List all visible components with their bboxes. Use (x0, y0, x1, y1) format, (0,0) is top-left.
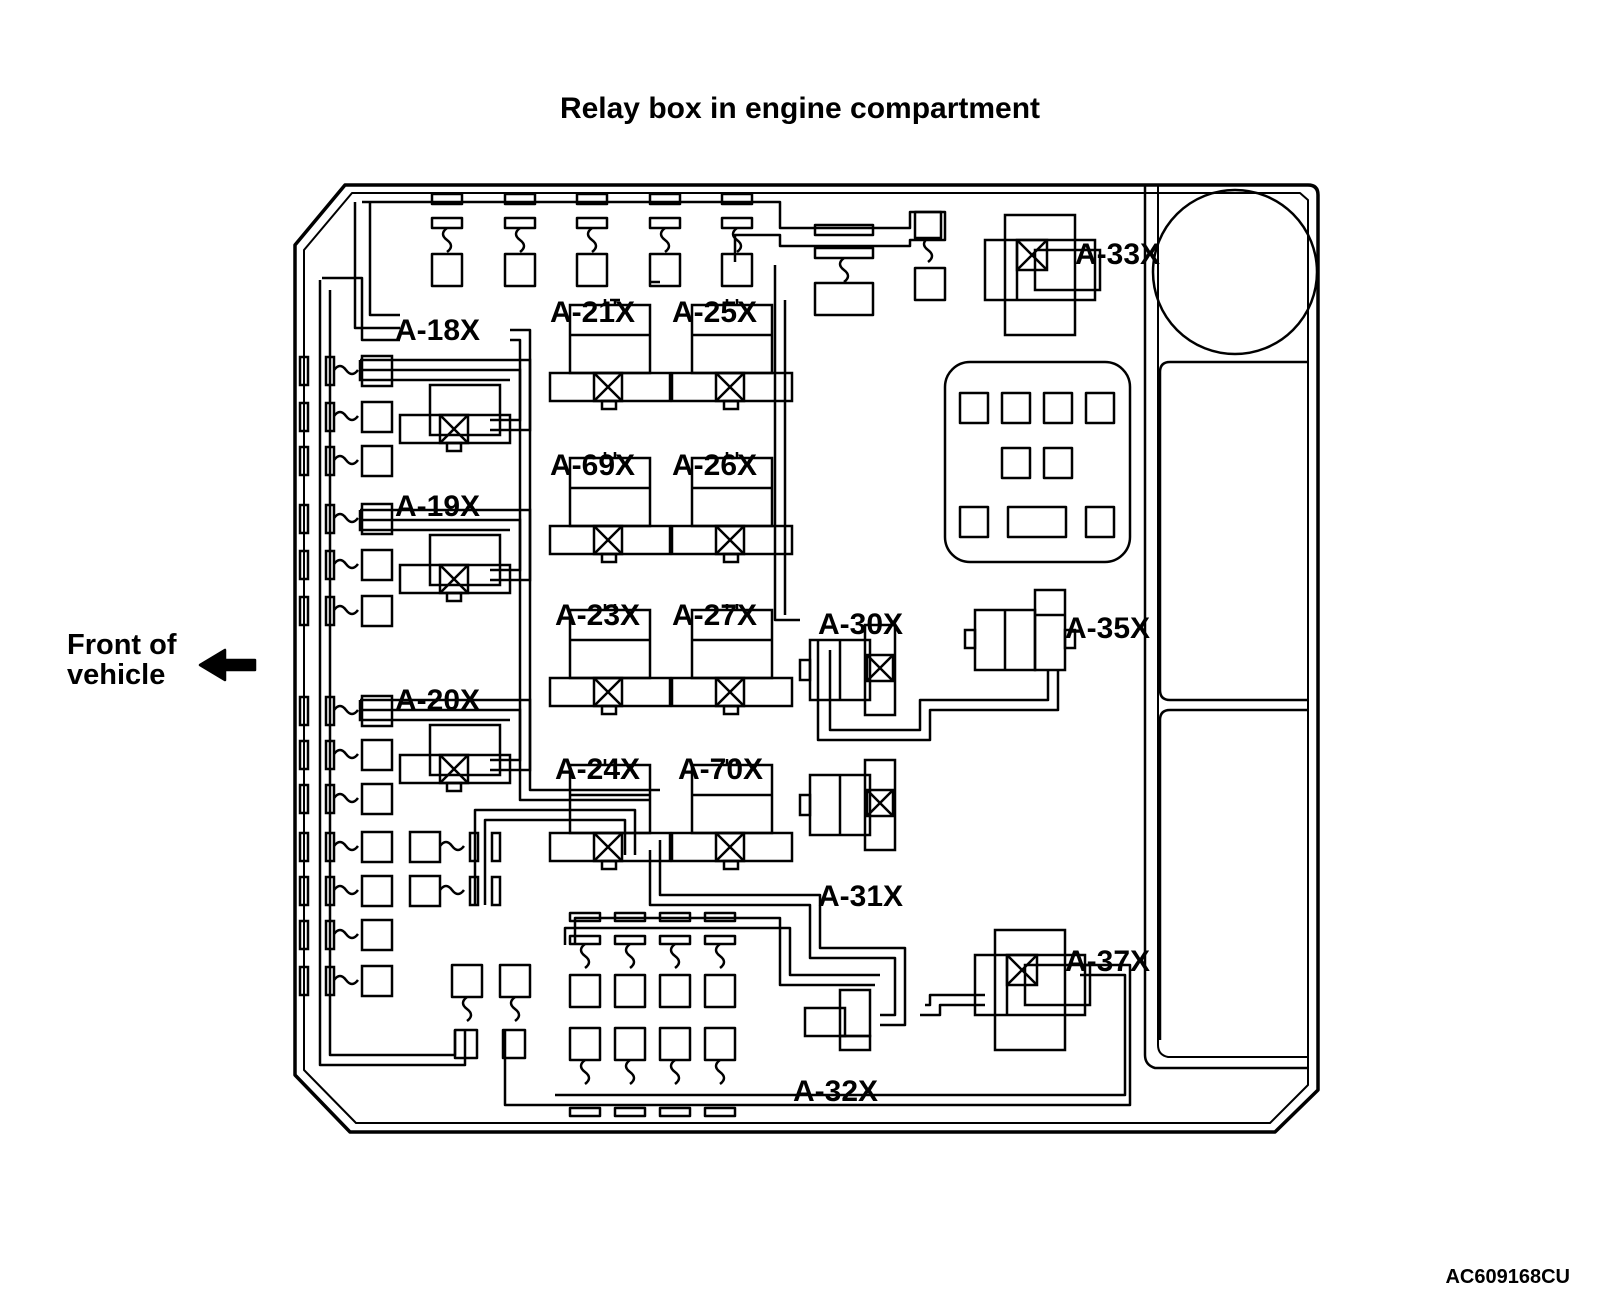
relay-label-a70x: A-70X (678, 753, 763, 786)
right-compartment-upper (1158, 360, 1308, 702)
relay-label-a31x: A-31X (818, 880, 903, 913)
relay-label-a32x: A-32X (793, 1075, 878, 1108)
relay-a30x (798, 623, 897, 717)
fuse-left-7 (298, 694, 394, 728)
relay-a26x (670, 452, 794, 564)
fuse-mid-2 (408, 874, 502, 908)
relay-label-a18x: A-18X (395, 314, 480, 347)
fuse-top-right-a (813, 223, 875, 237)
relay-a20x (358, 698, 532, 793)
relay-label-a25x: A-25X (672, 296, 757, 329)
relay-a18x (358, 358, 532, 453)
relay-label-a26x: A-26X (672, 449, 757, 482)
fuse-left-11 (298, 874, 394, 908)
relay-a32x (803, 988, 872, 1052)
relay-box-outline (293, 183, 1320, 1134)
relay-label-a35x: A-35X (1065, 612, 1150, 645)
relay-a27x (670, 604, 794, 716)
front-of-vehicle-label: Front of vehicle (67, 630, 177, 690)
fuse-left-2 (298, 400, 394, 434)
relay-label-a37x: A-37X (1065, 945, 1150, 978)
fuse-left-8 (298, 738, 394, 772)
fuse-left-1 (298, 354, 394, 388)
relay-a25x (670, 299, 794, 411)
relay-label-a19x: A-19X (395, 490, 480, 523)
relay-a24x (548, 759, 672, 871)
diagram-title: Relay box in engine compartment (559, 92, 1041, 125)
fuse-left-10 (298, 830, 394, 864)
front-label-line1: Front of (67, 629, 177, 661)
busbar-top (353, 200, 947, 330)
relay-a69x (548, 452, 672, 564)
fuse-left-3 (298, 444, 394, 478)
front-label-line2: vehicle (67, 659, 166, 691)
round-socket (1151, 188, 1319, 356)
right-compartment-divider (1143, 186, 1308, 1070)
right-compartment-lower (1158, 708, 1308, 1040)
relay-box-inner-outline (303, 192, 1309, 1124)
relay-label-a30x: A-30X (818, 608, 903, 641)
relay-label-a21x: A-21X (550, 296, 635, 329)
fuse-left-5 (298, 548, 394, 582)
fuse-left-13 (298, 964, 394, 998)
top-fuse-row (430, 192, 754, 288)
fuse-left-4 (298, 502, 394, 536)
relay-a31x (798, 758, 897, 852)
relay-a21x (548, 299, 672, 411)
relay-label-a27x: A-27X (672, 599, 757, 632)
fuse-mid-1 (408, 830, 502, 864)
arrow-left-icon (198, 648, 257, 682)
lower-fuse-rows (450, 911, 737, 1118)
relay-label-a23x: A-23X (555, 599, 640, 632)
fuse-left-12 (298, 918, 394, 952)
relay-label-a69x: A-69X (550, 449, 635, 482)
fuse-left-9 (298, 782, 394, 816)
relay-a70x (670, 759, 794, 871)
relay-label-a33x: A-33X (1075, 238, 1160, 271)
relay-a19x (358, 508, 532, 603)
relay-a23x (548, 604, 672, 716)
relay-a33x (983, 213, 1102, 337)
fuse-block-center (943, 360, 1132, 564)
fuse-top-right-b (913, 210, 943, 240)
figure-code: AC609168CU (1445, 1266, 1570, 1288)
fuse-left-6 (298, 594, 394, 628)
relay-a35x (963, 588, 1077, 672)
relay-label-a24x: A-24X (555, 753, 640, 786)
relay-a37x (973, 928, 1092, 1052)
lower-busbar (503, 963, 1132, 1107)
relay-label-a20x: A-20X (395, 684, 480, 717)
